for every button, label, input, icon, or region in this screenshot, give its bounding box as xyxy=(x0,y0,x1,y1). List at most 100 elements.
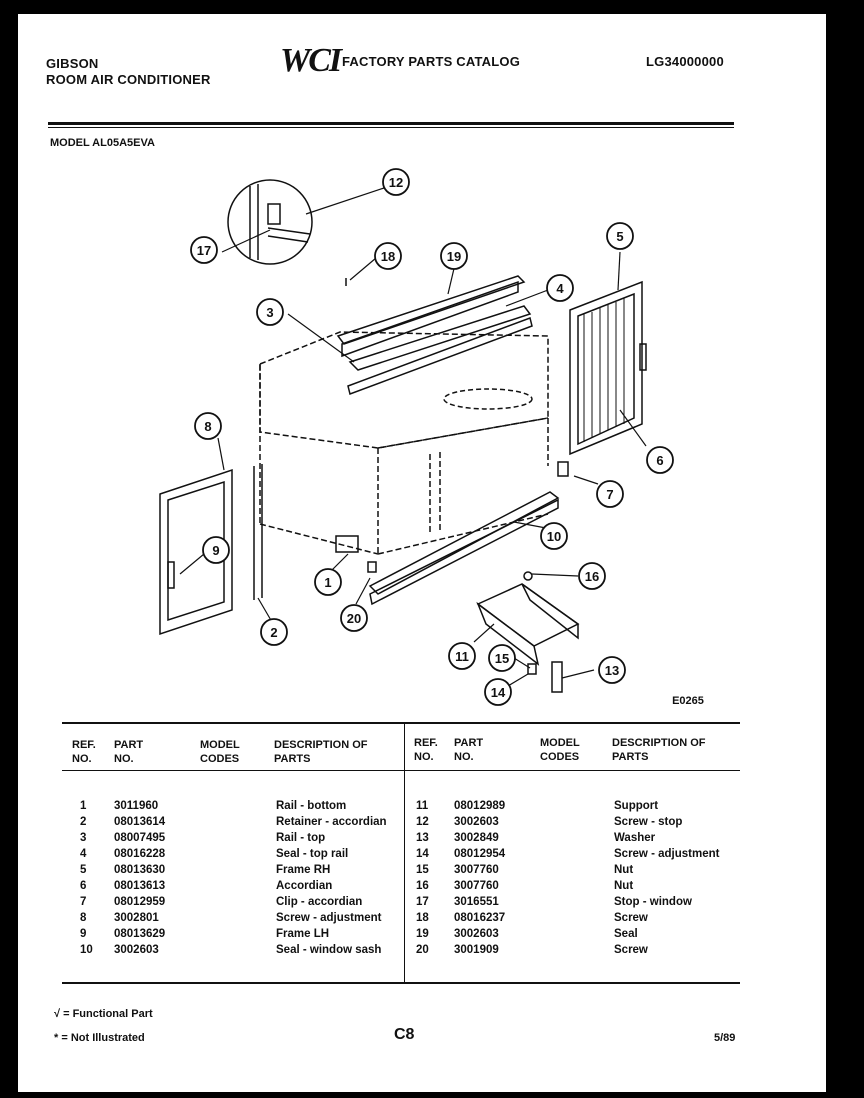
part-description: Accordian xyxy=(276,880,333,892)
part-description: Support xyxy=(614,800,659,812)
brand-name: GIBSON xyxy=(46,56,99,71)
callout-17: 17 xyxy=(197,243,211,258)
part-description: Washer xyxy=(614,832,656,844)
part-number: 08013614 xyxy=(114,816,166,828)
part-ref: 15 xyxy=(416,864,429,876)
callout-1: 1 xyxy=(324,575,331,590)
part-ref: 7 xyxy=(80,896,87,908)
part-number: 08007495 xyxy=(114,832,166,844)
part-ref: 14 xyxy=(416,848,429,860)
part-number: 08016228 xyxy=(114,848,166,860)
col-part: PART NO. xyxy=(114,739,144,765)
callout-19: 19 xyxy=(447,249,461,264)
callout-12: 12 xyxy=(389,175,403,190)
part-ref: 12 xyxy=(416,816,429,828)
part-description: Seal - window sash xyxy=(276,944,382,956)
part-number: 3016551 xyxy=(454,896,499,908)
callout-13: 13 xyxy=(605,663,619,678)
callout-15: 15 xyxy=(495,651,509,666)
col-desc: DESCRIPTION OF PARTS xyxy=(274,739,368,765)
model-label: MODEL AL05A5EVA xyxy=(50,137,155,149)
part-number: 08016237 xyxy=(454,912,506,924)
frame-lh xyxy=(159,468,233,636)
part-number: 08012989 xyxy=(454,800,506,812)
callout-16: 16 xyxy=(585,569,599,584)
exploded-parts-diagram: 12 17 18 19 3 4 5 6 7 8 9 1 2 20 10 16 1… xyxy=(159,168,704,707)
header-rule-thin xyxy=(48,127,734,128)
part-ref: 11 xyxy=(416,800,429,812)
part-number: 3011960 xyxy=(114,800,159,812)
part-number: 08012954 xyxy=(454,848,506,860)
part-number: 3002603 xyxy=(454,928,499,940)
part-description: Rail - top xyxy=(276,832,326,844)
col-part-right: PART NO. xyxy=(454,737,484,763)
part-description: Clip - accordian xyxy=(276,896,363,908)
col-ref-right: REF. NO. xyxy=(414,737,438,763)
callout-4: 4 xyxy=(556,281,564,296)
part-ref: 4 xyxy=(80,848,87,860)
wci-logo: WCI xyxy=(280,42,342,79)
legend-functional-part: √ = Functional Part xyxy=(54,1008,153,1020)
part-description: Frame LH xyxy=(276,928,330,940)
col-model: MODEL CODES xyxy=(200,739,240,765)
part-number: 3007760 xyxy=(454,880,499,892)
part-number: 3001909 xyxy=(454,944,499,956)
part-ref: 1 xyxy=(80,800,87,812)
table-header-rule xyxy=(62,770,740,771)
part-description: Seal xyxy=(614,928,638,940)
col-desc-right: DESCRIPTION OF PARTS xyxy=(612,737,706,763)
callout-10: 10 xyxy=(547,529,561,544)
rail-bottom xyxy=(368,491,560,595)
part-description: Screw xyxy=(614,944,648,956)
part-ref: 2 xyxy=(80,816,87,828)
inset-detail-circle xyxy=(227,179,313,265)
part-description: Seal - top rail xyxy=(276,848,349,860)
part-description: Screw - stop xyxy=(614,816,683,828)
part-ref: 10 xyxy=(80,944,93,956)
col-ref: REF. NO. xyxy=(72,739,96,765)
page-code: C8 xyxy=(394,1026,415,1043)
table-divider xyxy=(404,724,405,982)
part-ref: 6 xyxy=(80,880,87,892)
callout-18: 18 xyxy=(381,249,395,264)
callout-14: 14 xyxy=(491,685,506,700)
part-ref: 20 xyxy=(416,944,429,956)
frame-rh xyxy=(569,280,643,456)
callout-5: 5 xyxy=(616,229,623,244)
callout-7: 7 xyxy=(606,487,613,502)
callout-9: 9 xyxy=(212,543,219,558)
seal-top-rail xyxy=(336,275,526,345)
part-number: 3002603 xyxy=(454,816,499,828)
part-ref: 3 xyxy=(80,832,87,844)
part-ref: 13 xyxy=(416,832,429,844)
callout-11: 11 xyxy=(455,649,469,664)
part-number: 3007760 xyxy=(454,864,499,876)
part-number: 3002801 xyxy=(114,912,159,924)
part-ref: 16 xyxy=(416,880,429,892)
part-description: Frame RH xyxy=(276,864,331,876)
part-ref: 17 xyxy=(416,896,429,908)
rail-top xyxy=(348,305,532,371)
part-number: 08012959 xyxy=(114,896,166,908)
product-name: ROOM AIR CONDITIONER xyxy=(46,72,211,87)
part-ref: 8 xyxy=(80,912,87,924)
part-description: Screw - adjustment xyxy=(276,912,382,924)
part-description: Retainer - accordian xyxy=(276,816,387,828)
table-bottom-rule xyxy=(62,982,740,984)
part-description: Rail - bottom xyxy=(276,800,347,812)
catalog-number: LG34000000 xyxy=(646,54,724,69)
part-number: 08013613 xyxy=(114,880,166,892)
part-description: Nut xyxy=(614,864,634,876)
part-number: 08013630 xyxy=(114,864,166,876)
part-number: 3002849 xyxy=(454,832,499,844)
callout-3: 3 xyxy=(266,305,273,320)
part-description: Screw - adjustment xyxy=(614,848,720,860)
part-number: 08013629 xyxy=(114,928,166,940)
part-description: Screw xyxy=(614,912,648,924)
catalog-title: FACTORY PARTS CATALOG xyxy=(342,54,521,69)
col-model-right: MODEL CODES xyxy=(540,737,580,763)
header-rule xyxy=(48,122,734,125)
callout-8: 8 xyxy=(204,419,211,434)
legend-not-illustrated: * = Not Illustrated xyxy=(54,1032,145,1044)
part-ref: 19 xyxy=(416,928,429,940)
